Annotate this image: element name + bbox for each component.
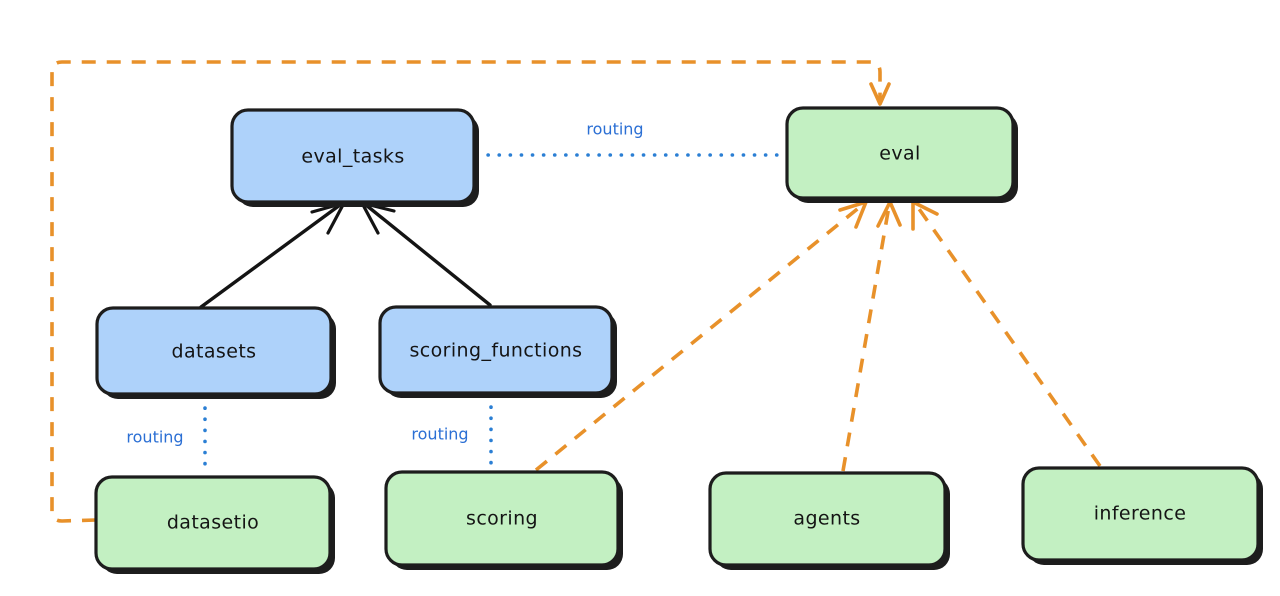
node-inference[interactable]: inference	[1021, 466, 1263, 565]
edge-scoring_functions-eval_tasks	[360, 201, 492, 307]
node-datasetio[interactable]: datasetio	[94, 475, 335, 574]
routing-edges	[203, 153, 786, 476]
node-eval_tasks-label: eval_tasks	[301, 146, 404, 168]
node-eval_tasks-box	[230, 108, 476, 204]
node-datasets-box	[95, 306, 333, 396]
edge-labels: routing routing routing	[126, 120, 643, 447]
node-scoring_functions-label: scoring_functions	[410, 340, 583, 362]
edge-agents-eval	[841, 200, 902, 472]
edge-label-datasets-datasetio: routing	[126, 428, 183, 447]
node-datasetio-box	[94, 475, 332, 571]
node-datasets-label: datasets	[172, 341, 257, 363]
edge-label-eval_tasks-eval: routing	[586, 120, 643, 139]
node-agents-label: agents	[793, 508, 860, 530]
node-scoring_functions-box	[378, 305, 614, 395]
edge-datasets-eval_tasks	[199, 201, 346, 309]
node-agents-box	[708, 471, 947, 567]
node-scoring_functions[interactable]: scoring_functions	[378, 305, 617, 398]
node-agents[interactable]: agents	[708, 471, 950, 570]
node-inference-label: inference	[1094, 503, 1187, 525]
node-inference-box	[1021, 466, 1260, 562]
solid-edges	[199, 201, 492, 309]
node-scoring[interactable]: scoring	[384, 470, 623, 570]
edge-datasetio-eval	[50, 60, 891, 523]
node-scoring-box	[384, 470, 620, 567]
node-datasetio-label: datasetio	[167, 512, 259, 534]
node-scoring-label: scoring	[466, 508, 538, 530]
node-eval-label: eval	[879, 143, 920, 165]
node-eval-box	[785, 106, 1015, 200]
node-datasets[interactable]: datasets	[95, 306, 336, 399]
node-eval_tasks[interactable]: eval_tasks	[230, 108, 479, 207]
nodes: eval_tasks eval datasets scoring_functio…	[94, 106, 1263, 574]
edge-inference-eval	[911, 200, 1102, 468]
node-eval[interactable]: eval	[785, 106, 1018, 203]
edge-label-scoring_functions-scoring: routing	[411, 425, 468, 444]
